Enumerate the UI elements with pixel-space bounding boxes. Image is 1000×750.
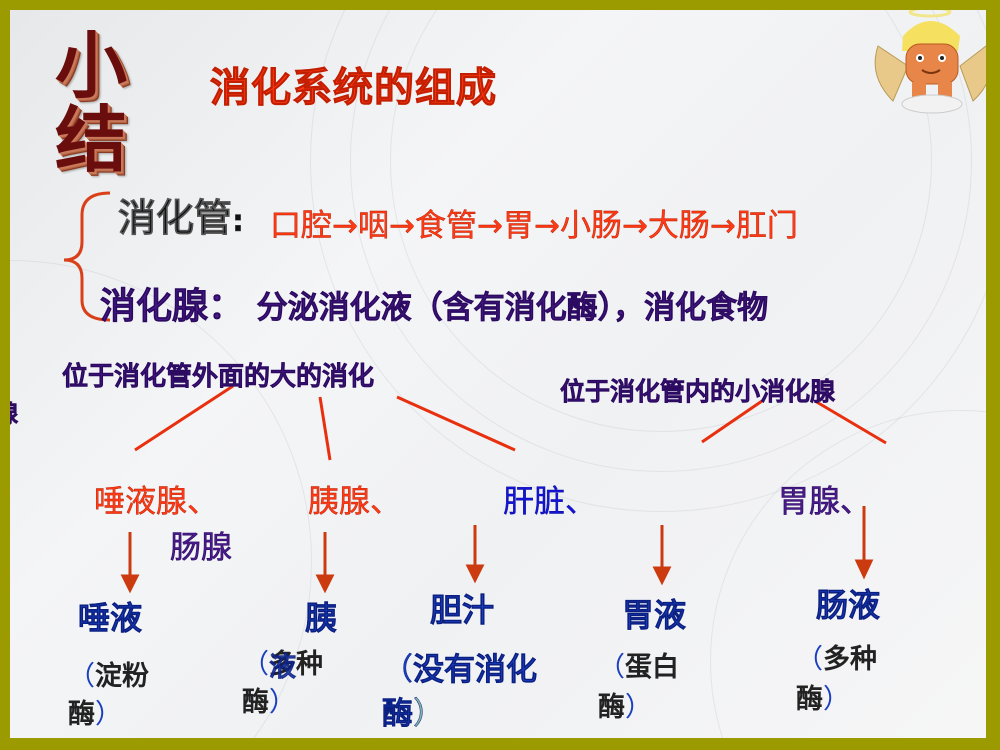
digestive-glands-row: 消化腺： 分泌消化液（含有消化酶），消化食物 <box>100 277 769 329</box>
summary-heading-char-1: 小 <box>55 24 128 108</box>
colon: ： <box>208 286 245 328</box>
note-pancreatic: （液多种 酶） <box>242 646 323 722</box>
digestive-glands-description: 分泌消化液（含有消化酶），消化食物 <box>256 290 769 327</box>
note-text: 酶 <box>242 687 269 718</box>
gland-salivary: 唾液腺、 <box>94 484 218 520</box>
digestive-tract-label-text: 消化管 <box>118 196 233 241</box>
juice-saliva: 唾液 <box>78 599 143 638</box>
slide: 小 结 消化系统的组成 <box>10 10 986 738</box>
note-gastric: （蛋白 酶） <box>598 648 679 728</box>
arrow-right-icon: → <box>533 208 560 244</box>
gland-intestinal: 肠腺 <box>170 530 233 567</box>
note-text: 淀粉 <box>95 661 149 692</box>
arrow-right-icon: → <box>621 208 648 244</box>
note-text: 蛋白 <box>625 652 679 683</box>
page-title: 消化系统的组成 <box>210 65 497 112</box>
colon: : <box>232 204 245 240</box>
note-text: 酶 <box>796 684 823 715</box>
summary-heading-char-2: 结 <box>55 98 128 182</box>
organ-small-intestine: 小肠 <box>559 208 622 244</box>
note-saliva: （淀粉 酶） <box>68 658 149 734</box>
arrow-right-icon: → <box>388 208 415 244</box>
paren-close: ） <box>413 696 445 733</box>
digestive-tract-label: 消化管: <box>118 187 245 242</box>
arrow-right-icon: → <box>476 208 503 244</box>
arrow-right-icon: → <box>709 208 736 244</box>
paren-open: （ <box>242 649 269 680</box>
outer-glands-header: 位于消化管外面的大的消化 <box>62 362 375 393</box>
juice-bile: 胆汁 <box>430 591 495 630</box>
digestive-tract-path: 口腔→咽→食管→胃→小肠→大肠→肛门 <box>270 200 798 245</box>
paren-open: （ <box>382 652 414 689</box>
paren-open: （ <box>796 644 823 675</box>
angel-mascot-icon <box>868 10 986 114</box>
overlap-char: 液 <box>269 652 297 684</box>
organ-anus: 肛门 <box>735 208 798 244</box>
organ-pharynx: 咽 <box>357 208 389 244</box>
gland-gastric: 胃腺、 <box>778 484 872 521</box>
overlapping-text: 液多种 <box>269 649 323 683</box>
note-bile: （没有消化 酶） <box>382 648 538 736</box>
note-text: 多种 <box>823 644 877 675</box>
organ-large-intestine: 大肠 <box>647 208 710 244</box>
organ-esophagus: 食管 <box>414 208 477 244</box>
digestive-glands-label: 消化腺 <box>100 286 209 328</box>
paren-close: ） <box>823 684 850 715</box>
note-text: 酶 <box>68 699 95 730</box>
note-intestinal: （多种 酶） <box>796 640 877 720</box>
juice-gastric: 胃液 <box>622 596 687 635</box>
paren-close: ） <box>95 699 122 730</box>
edge-text-fragment: 腺 <box>10 394 18 429</box>
note-text: 酶 <box>382 696 414 733</box>
note-text: 酶 <box>598 692 625 723</box>
juice-intestinal: 肠液 <box>816 586 881 625</box>
paren-close: ） <box>269 687 296 718</box>
paren-close: ） <box>625 692 652 723</box>
note-text: 没有消化 <box>413 652 538 689</box>
organ-stomach: 胃 <box>502 208 534 244</box>
organ-mouth: 口腔 <box>270 208 332 244</box>
gland-liver: 肝脏、 <box>503 484 596 520</box>
paren-open: （ <box>598 652 625 683</box>
paren-open: （ <box>68 661 95 692</box>
gland-pancreas: 胰腺、 <box>308 484 401 520</box>
juice-pancreatic: 胰 <box>305 599 338 638</box>
arrow-right-icon: → <box>332 208 358 244</box>
note-text: 多种 <box>269 649 323 680</box>
inner-glands-header: 位于消化管内的小消化腺 <box>560 377 836 407</box>
